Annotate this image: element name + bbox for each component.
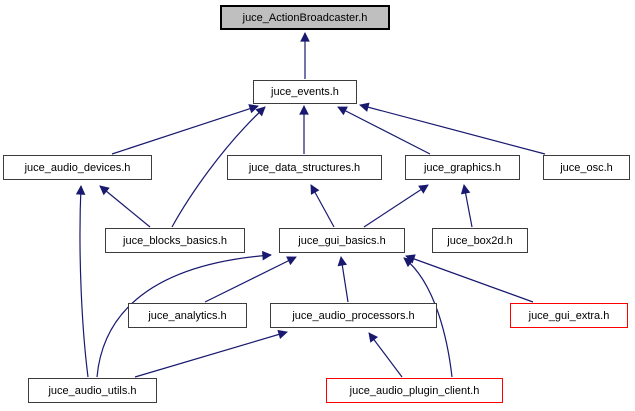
edge-osc-events	[359, 102, 546, 155]
edge-pluginclient-guibasics	[403, 257, 453, 378]
edge-audioutils-audioprocessors	[134, 329, 288, 378]
edge-guiextra-guibasics	[405, 254, 534, 303]
edge-blocksbasics-audiodevices	[99, 185, 151, 228]
edge-audiodevices-events	[111, 104, 259, 155]
node-juce-data-structures[interactable]: juce_data_structures.h	[227, 155, 382, 180]
node-juce-osc[interactable]: juce_osc.h	[543, 155, 630, 180]
node-juce-graphics[interactable]: juce_graphics.h	[405, 155, 520, 180]
edge-graphics-events	[337, 106, 431, 155]
edge-guibasics-datastructures	[310, 184, 335, 228]
node-juce-audio-plugin-client[interactable]: juce_audio_plugin_client.h	[326, 378, 503, 403]
node-juce-actionbroadcaster: juce_ActionBroadcaster.h	[220, 5, 390, 30]
edge-audioutils-audiodevices	[75, 185, 89, 378]
edge-audioutils-guibasics	[96, 250, 272, 378]
edge-guibasics-graphics	[363, 184, 429, 228]
node-juce-audio-processors[interactable]: juce_audio_processors.h	[270, 303, 437, 328]
node-juce-gui-extra[interactable]: juce_gui_extra.h	[510, 303, 628, 328]
edge-audioprocessors-guibasics	[337, 256, 349, 303]
node-juce-audio-utils[interactable]: juce_audio_utils.h	[28, 378, 157, 403]
edge-pluginclient-audioprocessors	[368, 332, 403, 378]
node-juce-analytics[interactable]: juce_analytics.h	[128, 303, 247, 328]
node-juce-box2d[interactable]: juce_box2d.h	[432, 228, 528, 253]
edge-analytics-guibasics	[204, 256, 297, 303]
edge-box2d-graphics	[460, 184, 473, 228]
node-juce-gui-basics[interactable]: juce_gui_basics.h	[279, 228, 405, 253]
node-juce-audio-devices[interactable]: juce_audio_devices.h	[3, 155, 152, 180]
node-juce-blocks-basics[interactable]: juce_blocks_basics.h	[105, 228, 245, 253]
node-juce-events[interactable]: juce_events.h	[253, 80, 357, 104]
edge-blocksbasics-events	[171, 106, 266, 228]
